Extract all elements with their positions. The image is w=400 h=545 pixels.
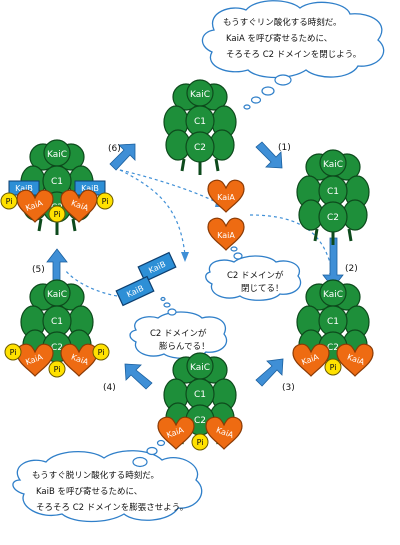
- kaic-complex-bottom: KaiC C1 C2 KaiA KaiA Pi: [157, 351, 243, 451]
- kaic-label: KaiC: [47, 290, 67, 300]
- thought-cloud-top: [201, 0, 385, 110]
- c2-label: C2: [194, 143, 206, 153]
- c1-label: C1: [327, 317, 339, 327]
- bubble-top-line-2: KaiA を呼び寄せるために、: [226, 33, 332, 44]
- bubble-top-line-1: もうすぐリン酸化する時刻だ。: [223, 17, 342, 28]
- c2-label: C2: [327, 213, 339, 223]
- c1-label: C1: [194, 390, 206, 400]
- pi-label: Pi: [10, 348, 17, 357]
- c1-label: C1: [327, 187, 339, 197]
- pi-label: Pi: [54, 210, 61, 219]
- step-label-3: (3): [282, 383, 295, 393]
- kaic-complex-right-lower: KaiC C1 C2 KaiA KaiA Pi: [292, 278, 374, 377]
- bubble-bottom-line-1: もうすぐ脱リン酸化する時刻だ。: [32, 470, 159, 481]
- thought-cloud-bottom: [12, 434, 203, 523]
- c2-label: C2: [194, 416, 206, 426]
- pi-label: Pi: [102, 197, 109, 206]
- kaic-label: KaiC: [323, 290, 343, 300]
- kaic-label: KaiC: [190, 363, 210, 373]
- c1-label: C1: [194, 117, 206, 127]
- thought-cloud-closed: [205, 240, 302, 301]
- c1-label: C1: [51, 317, 63, 327]
- bubble-bottom-line-3: そろそろ C2 ドメインを膨張させよう。: [36, 502, 188, 513]
- free-kaib-upper: KaiB: [137, 251, 177, 283]
- cycle-arrow-4: [124, 363, 153, 390]
- kaic-complex-left-lower: KaiC C1 C2 KaiA KaiA Pi Pi Pi: [4, 278, 110, 378]
- bubble-swollen-line-2: 膨らんでる！: [159, 341, 210, 352]
- kaib-label: KaiB: [15, 184, 33, 193]
- thought-cloud-swollen: [129, 296, 228, 359]
- pi-label: Pi: [197, 438, 204, 447]
- bubble-top-line-3: そろそろ C2 ドメインを閉じよう。: [226, 50, 361, 60]
- cycle-arrow-6: [109, 143, 136, 171]
- kaic-complex-top: KaiC C1 C2: [162, 78, 238, 177]
- pi-label: Pi: [98, 348, 105, 357]
- bubble-swollen-line-1: C2 ドメインが: [150, 328, 207, 339]
- kaia-label: KaiA: [217, 231, 235, 240]
- free-kaib-lower: KaiB: [115, 275, 155, 307]
- step-label-4: (4): [103, 383, 116, 393]
- c1-label: C1: [51, 177, 63, 187]
- bubble-closed-line-1: C2 ドメインが: [227, 270, 284, 281]
- pi-label: Pi: [330, 363, 337, 372]
- bubble-closed-line-2: 閉じてる！: [241, 284, 284, 294]
- kaic-complex-right-upper: KaiC C1 C2: [295, 148, 371, 247]
- kaic-label: KaiC: [47, 150, 67, 160]
- c2-label: C2: [51, 343, 63, 353]
- dashed-guides: [64, 169, 334, 297]
- step-label-6: (6): [108, 144, 121, 154]
- step-label-2: (2): [345, 264, 358, 274]
- bubble-bottom-line-2: KaiB を呼び寄せるために、: [36, 486, 142, 497]
- kaia-label: KaiA: [217, 193, 235, 202]
- kaic-label: KaiC: [323, 160, 343, 170]
- free-kaia-lower: KaiA: [207, 217, 245, 251]
- pi-label: Pi: [6, 197, 13, 206]
- cycle-arrow-3: [255, 358, 284, 387]
- cycle-arrow-1: [255, 141, 283, 169]
- kaib-label: KaiB: [81, 184, 99, 193]
- step-label-5: (5): [32, 265, 45, 275]
- pi-label: Pi: [54, 365, 61, 374]
- c2-label: C2: [327, 343, 339, 353]
- kaic-label: KaiC: [190, 90, 210, 100]
- free-kaia-upper: KaiA: [207, 179, 245, 213]
- kaic-complex-left-upper: KaiC C1 C2 KaiB KaiB KaiA KaiA Pi Pi Pi: [0, 138, 114, 237]
- step-label-1: (1): [278, 143, 291, 153]
